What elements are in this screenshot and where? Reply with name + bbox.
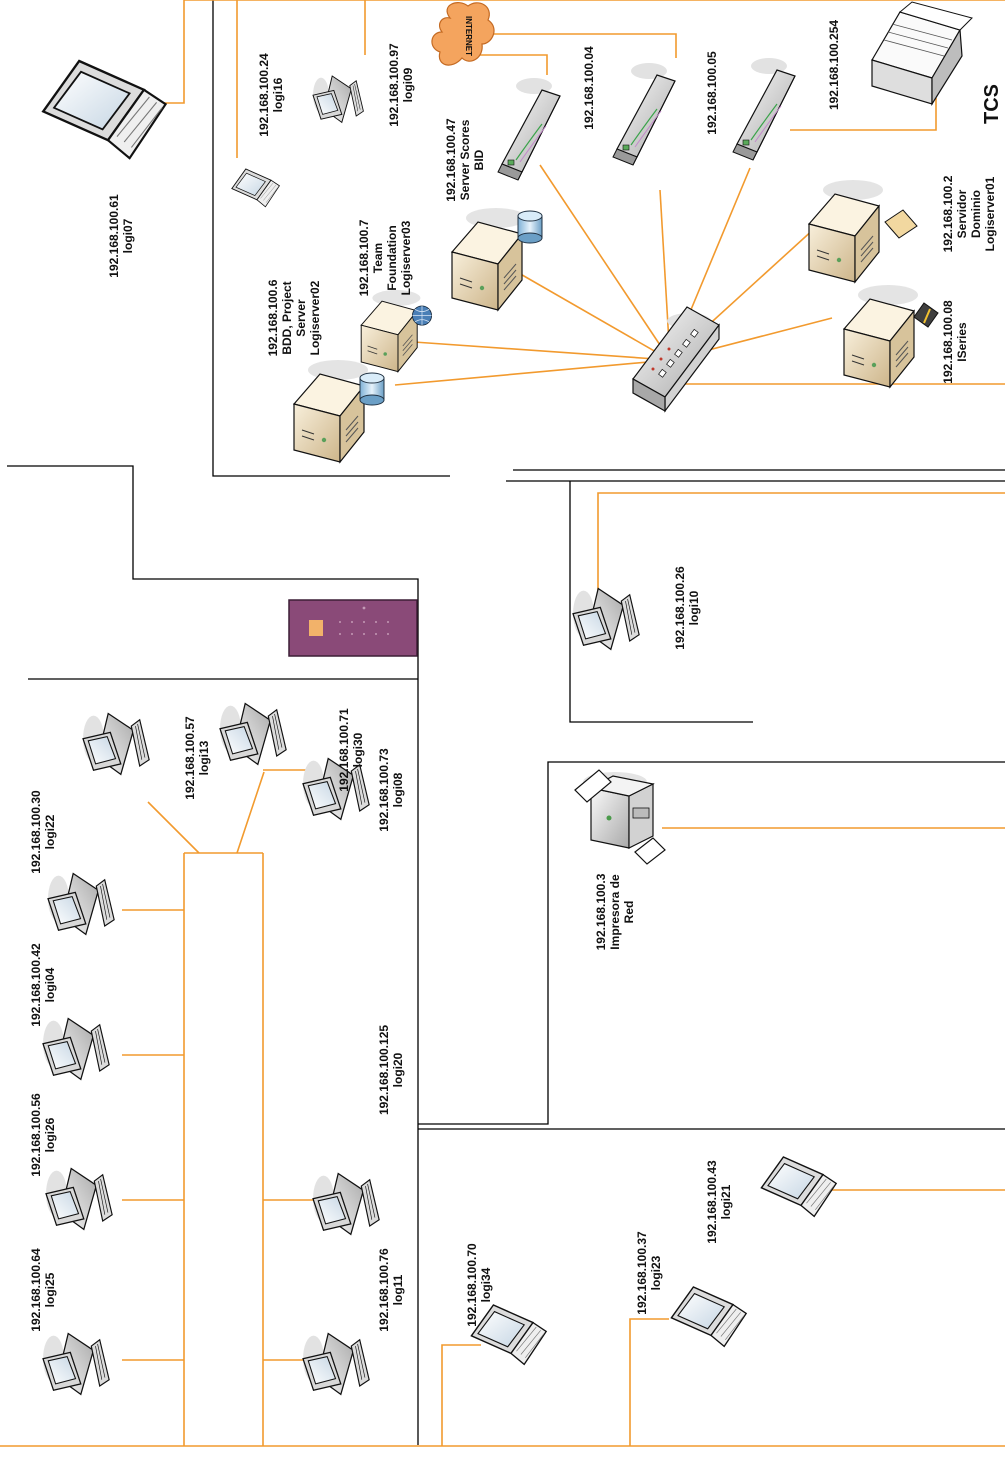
label-logi04: 192.168.100.42logi04 [29, 943, 57, 1027]
pc-logi25 [43, 1334, 109, 1395]
label-router-254: 192.168.100.254 [827, 20, 841, 110]
server-dominio [809, 180, 917, 282]
pc-logi10 [573, 589, 639, 650]
label-logi21: 192.168.100.43logi21 [705, 1160, 733, 1244]
pc-logi09 [313, 76, 363, 122]
pc-logi04 [43, 1019, 109, 1080]
router-100-04 [613, 63, 675, 165]
label-logi20: 192.168.100.125logi20 [377, 1025, 405, 1115]
server-project [294, 360, 384, 462]
label-logi09: 192.168.100.97logi09 [387, 43, 415, 127]
label-printer: 192.168.100.3Impresora deRed [594, 873, 636, 950]
laptop-logi23 [671, 1287, 746, 1346]
label-logi22: 192.168.100.30logi22 [29, 790, 57, 874]
laptop-logi16 [232, 169, 280, 207]
label-logi26: 192.168.100.56logi26 [29, 1093, 57, 1177]
server-iseries [844, 285, 938, 387]
pc-logi26 [46, 1169, 112, 1230]
internet-label: INTERNET [464, 16, 473, 56]
router-scores [498, 78, 560, 180]
laptop-logi34 [471, 1305, 546, 1364]
label-team: 192.168.100.7TeamFoundationLogiserver03 [357, 219, 413, 296]
label-router-05: 192.168.100.05 [705, 51, 719, 135]
label-log11: 192.168.100.76log11 [377, 1248, 405, 1332]
label-logi25: 192.168.100.64logi25 [29, 1248, 57, 1332]
label-project: 192.168.100.6BDD, ProjectServerLogiserve… [266, 279, 322, 356]
server-team-foundation [361, 290, 431, 372]
label-router-04: 192.168.100.04 [582, 46, 596, 130]
network-printer [575, 770, 665, 864]
pc-logi22 [48, 874, 114, 935]
label-logi16: 192.168.100.24logi16 [257, 53, 285, 137]
router-100-05 [733, 58, 795, 160]
label-iseries: 192.168.100.08ISeries [941, 300, 969, 384]
tcs-building [872, 2, 972, 104]
label-tcs: TCS [981, 84, 1003, 124]
label-logi13: 192.168.100.57logi13 [183, 716, 211, 800]
server-scores [452, 208, 542, 310]
label-logi10: 192.168.100.26logi10 [673, 566, 701, 650]
label-scores: 192.168.100.47Server ScoresBID [444, 118, 486, 202]
pc-logi13 [83, 714, 149, 775]
laptop-logi21 [761, 1157, 836, 1216]
door [289, 600, 417, 656]
label-dominio: 192.168.100.2ServidorDominioLogiserver01 [941, 175, 997, 252]
label-logi08: 192.168.100.73logi08 [377, 748, 405, 832]
pc-log11 [303, 1334, 369, 1395]
pc-logi20 [313, 1174, 379, 1235]
pc-logi30 [220, 704, 286, 765]
label-logi07: 192.168.100.61logi07 [107, 194, 135, 278]
laptop-logi07 [43, 61, 165, 158]
label-logi23: 192.168.100.37logi23 [635, 1231, 663, 1315]
